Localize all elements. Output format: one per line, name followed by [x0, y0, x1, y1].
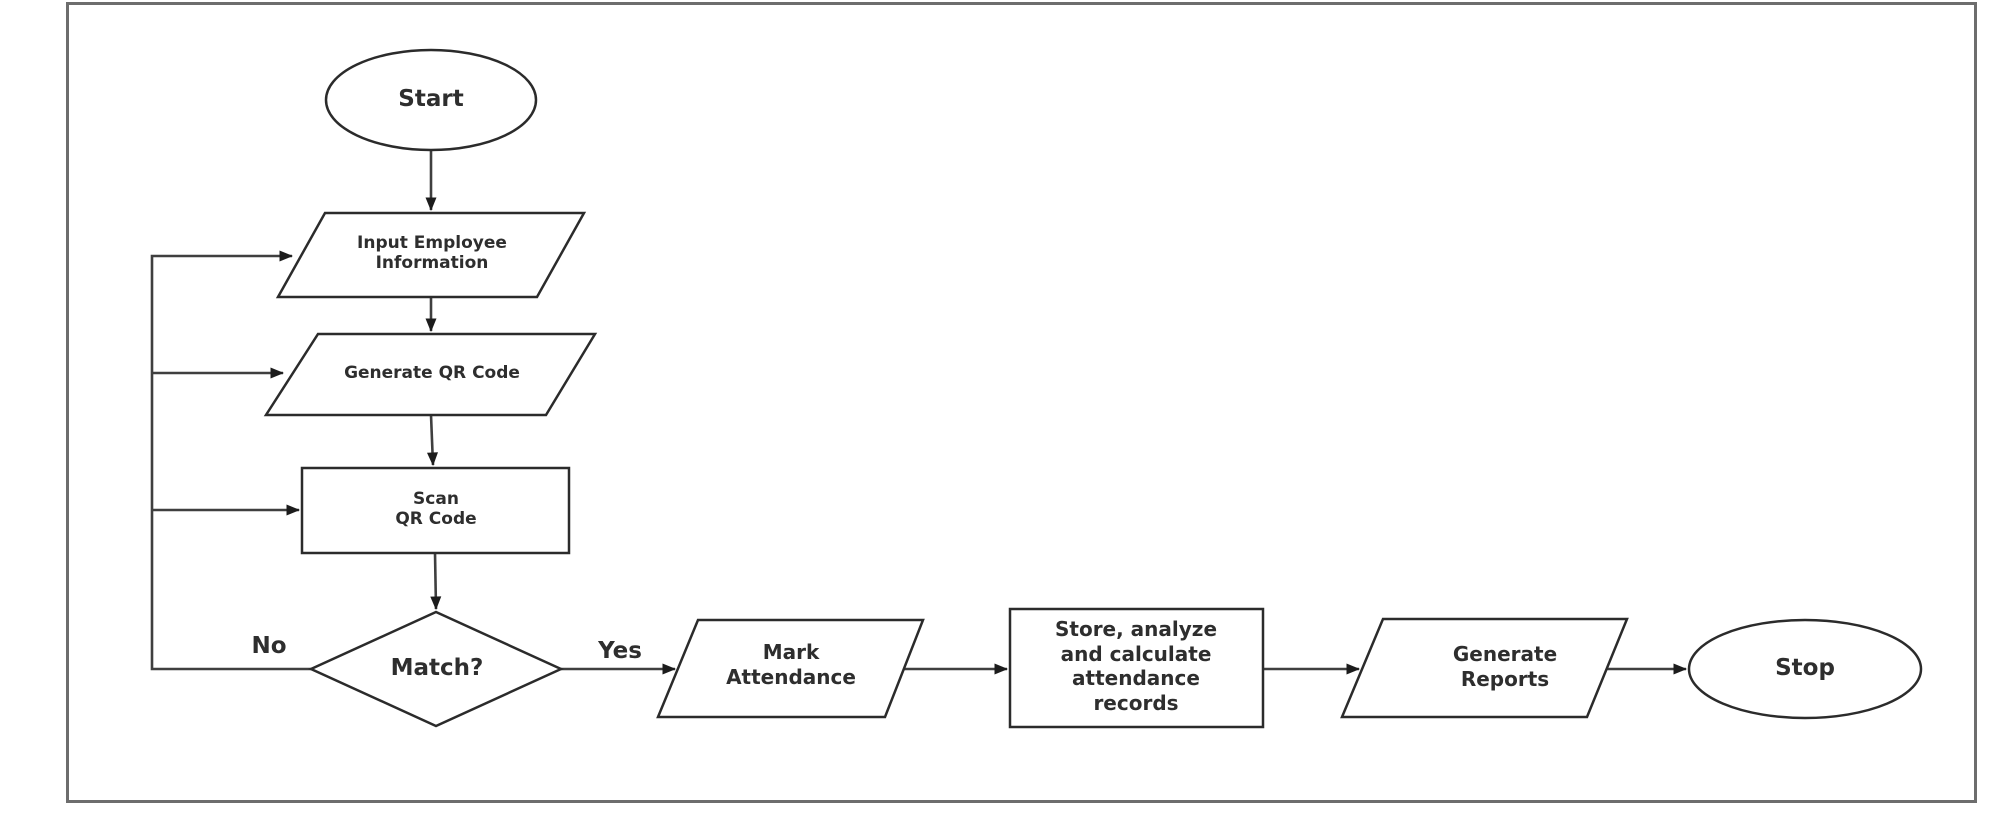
generate-reports-label: Generate Reports [1452, 642, 1558, 691]
generate-reports-parallelogram [1340, 617, 1629, 719]
scan-qr-label: Scan QR Code [395, 489, 477, 529]
generate-qr-label: Generate QR Code [344, 363, 520, 383]
store-records-process-box [1008, 607, 1265, 729]
stop-terminator-shape [1687, 618, 1923, 720]
scan-qr-process-box [300, 466, 571, 555]
start-label: Start [398, 86, 464, 112]
arrow-generate-qr-to-scan [427, 414, 438, 466]
store-records-label: Store, analyze and calculate attendance … [1054, 617, 1218, 715]
yes-edge-label: Yes [598, 638, 642, 664]
match-label: Match? [390, 655, 484, 681]
no-edge-label: No [251, 633, 287, 659]
input-employee-label: Input Employee Information [357, 233, 507, 273]
start-terminator-shape [324, 48, 538, 152]
mark-attendance-label: Mark Attendance [726, 640, 856, 689]
match-decision-diamond [307, 610, 565, 728]
stop-label: Stop [1775, 655, 1835, 681]
arrow-scan-to-match [430, 552, 442, 610]
mark-attendance-parallelogram [656, 618, 925, 719]
arrow-no-loop-to-input [150, 250, 311, 671]
input-employee-parallelogram [275, 211, 587, 299]
generate-qr-parallelogram [263, 332, 598, 417]
